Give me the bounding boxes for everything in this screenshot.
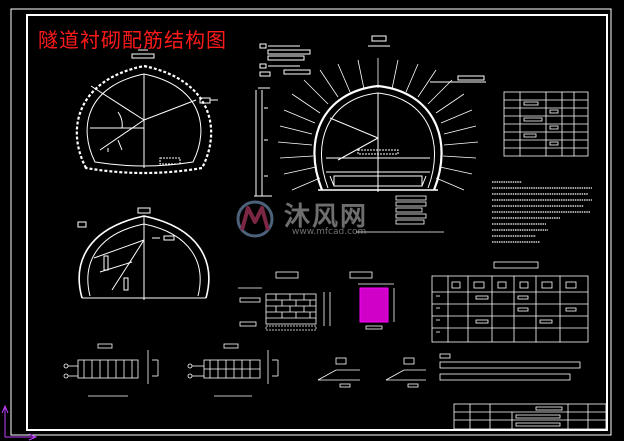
ground-detail — [356, 195, 444, 233]
radial-rock-bolts — [277, 58, 479, 191]
watermark-brand: 沐风网 — [284, 202, 369, 232]
legend-block-top — [259, 43, 311, 77]
ucs-icon — [1, 404, 38, 441]
side-elevation-strip — [254, 87, 272, 197]
sheet-border — [10, 8, 612, 436]
watermark-logo-icon — [236, 200, 274, 238]
rebar-table-top-right — [503, 91, 589, 157]
rebar-detail-1 — [63, 343, 159, 397]
watermark: 沐风网 www.mfcad.com — [232, 196, 402, 242]
hook-details — [317, 357, 426, 388]
title-block — [453, 403, 607, 430]
arch-section-lower-left — [77, 207, 210, 300]
magenta-mesh-square — [349, 271, 395, 330]
main-tunnel-section — [277, 35, 486, 192]
bottom-notes — [439, 353, 581, 381]
drawing-title: 隧道衬砌配筋结构图 — [38, 28, 227, 52]
rebar-mesh-detail — [238, 271, 331, 331]
rebar-detail-2 — [187, 343, 279, 397]
lining-section-upper-left — [75, 49, 218, 175]
material-table — [431, 261, 589, 343]
watermark-url: www.mfcad.com — [292, 227, 367, 237]
general-notes — [492, 181, 592, 243]
